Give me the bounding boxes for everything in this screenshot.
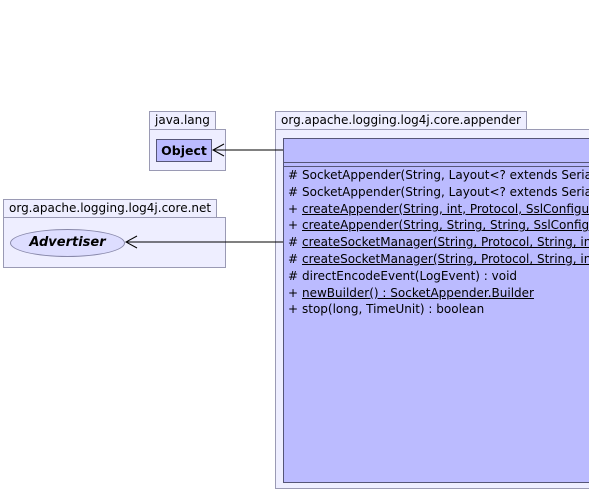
member-signature: createAppender(String, String, String, S… <box>302 218 589 233</box>
member-signature: createSocketManager(String, Protocol, St… <box>302 251 589 266</box>
member-visibility: + <box>288 201 299 216</box>
interface-advertiser[interactable]: Advertiser <box>10 229 125 257</box>
package-tab-core-appender: org.apache.logging.log4j.core.appender <box>275 111 527 130</box>
member-visibility: # <box>288 235 299 250</box>
member-signature: SocketAppender(String, Layout<? extends … <box>302 168 589 182</box>
member-list: #SocketAppender(String, Layout<? extends… <box>284 167 589 318</box>
edge-advertiser-arrowhead <box>124 235 138 249</box>
compartment-divider-top <box>284 162 589 163</box>
relationship-edges <box>124 143 283 249</box>
member-row[interactable]: +newBuilder() : SocketAppender.Builder <box>284 285 589 302</box>
member-signature: createAppender(String, int, Protocol, Ss… <box>302 201 589 216</box>
member-signature: stop(long, TimeUnit) : boolean <box>302 302 485 317</box>
member-row[interactable]: #directEncodeEvent(LogEvent) : void <box>284 268 589 285</box>
member-row[interactable]: +createAppender(String, int, Protocol, S… <box>284 201 589 218</box>
member-row[interactable]: #createSocketManager(String, Protocol, S… <box>284 234 589 251</box>
member-visibility: + <box>288 218 299 233</box>
member-row[interactable]: +stop(long, TimeUnit) : boolean <box>284 301 589 318</box>
compartment-divider-fields <box>284 166 589 167</box>
member-visibility: # <box>288 184 299 199</box>
member-row[interactable]: #SocketAppender(String, Layout<? extends… <box>284 184 589 201</box>
member-signature: SocketAppender(String, Layout<? extends … <box>302 184 589 199</box>
member-signature: directEncodeEvent(LogEvent) : void <box>302 268 518 283</box>
member-visibility: + <box>288 302 299 317</box>
member-row[interactable]: +createAppender(String, String, String, … <box>284 217 589 234</box>
member-visibility: # <box>288 251 299 266</box>
class-object[interactable]: Object <box>156 139 212 162</box>
member-signature: createSocketManager(String, Protocol, St… <box>302 235 589 250</box>
member-signature: newBuilder() : SocketAppender.Builder <box>302 285 534 300</box>
member-visibility: + <box>288 285 299 300</box>
member-row[interactable]: #SocketAppender(String, Layout<? extends… <box>284 167 589 184</box>
edge-object-arrowhead <box>211 143 225 157</box>
class-socket-appender[interactable]: #SocketAppender(String, Layout<? extends… <box>283 138 589 483</box>
member-visibility: # <box>288 168 299 182</box>
member-row[interactable]: #createSocketManager(String, Protocol, S… <box>284 251 589 268</box>
member-visibility: # <box>288 268 299 283</box>
